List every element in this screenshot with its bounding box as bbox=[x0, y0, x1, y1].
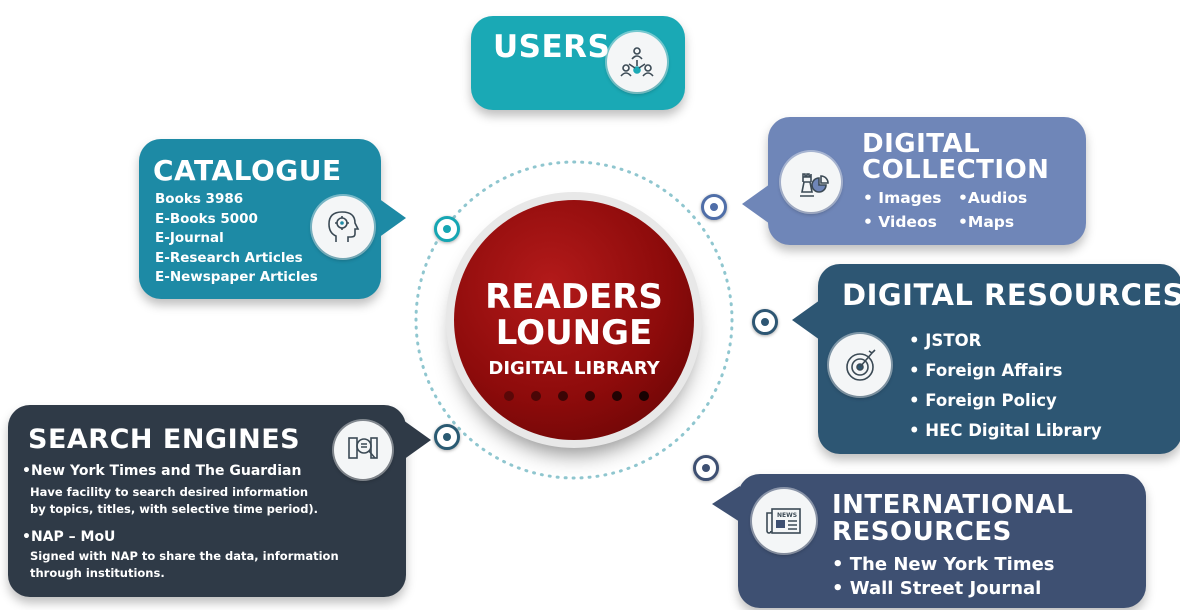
search-engines-item2-title: •NAP – MoU bbox=[22, 529, 116, 545]
svg-text:NEWS: NEWS bbox=[777, 512, 797, 519]
international-resources-title-line1: INTERNATIONAL bbox=[832, 490, 1074, 520]
international-resources-item: • The New York Times bbox=[832, 554, 1055, 575]
search-engines-item1-desc2: by topics, titles, with selective time p… bbox=[30, 502, 319, 516]
digital-collection-pointer bbox=[742, 184, 770, 224]
search-connector-center bbox=[443, 433, 451, 441]
search-engines-pointer bbox=[403, 420, 431, 460]
digital-resources-item: • Foreign Affairs bbox=[909, 361, 1063, 380]
catalogue-connector-dot bbox=[434, 216, 460, 242]
catalogue-connector-center bbox=[443, 225, 451, 233]
catalogue-item: E-Journal bbox=[155, 230, 224, 246]
international-connector-center bbox=[702, 464, 710, 472]
digital-resources-list: • JSTOR • Foreign Affairs • Foreign Poli… bbox=[909, 326, 1102, 446]
international-resources-pointer bbox=[712, 486, 740, 522]
head-gear-icon bbox=[312, 196, 374, 258]
search-connector-dot bbox=[434, 424, 460, 450]
catalogue-title: CATALOGUE bbox=[153, 154, 342, 187]
digital-resources-item: • HEC Digital Library bbox=[909, 421, 1102, 440]
chess-chart-icon bbox=[781, 152, 841, 212]
digital-collection-item: •Audios bbox=[958, 189, 1028, 207]
users-network-icon bbox=[607, 32, 667, 92]
digital-resources-title: DIGITAL RESOURCES bbox=[842, 278, 1180, 312]
catalogue-item: E-Books 5000 bbox=[155, 210, 258, 227]
digital-resources-item: • JSTOR bbox=[909, 331, 982, 350]
search-engines-item2-desc2: through institutions. bbox=[30, 566, 165, 580]
users-title: USERS bbox=[493, 29, 611, 65]
center-subtitle: DIGITAL LIBRARY bbox=[488, 358, 660, 379]
catalogue-item: E-Newspaper Articles bbox=[155, 269, 318, 285]
digital-resources-pointer bbox=[792, 300, 820, 340]
search-engines-item2-desc1: Signed with NAP to share the data, infor… bbox=[30, 549, 339, 563]
catalogue-items: Books 3986 E-Books 5000 E-Journal E-Rese… bbox=[155, 190, 318, 288]
digital-collection-item: • Videos bbox=[863, 213, 937, 231]
catalogue-item: Books 3986 bbox=[155, 191, 244, 207]
resources-connector-center bbox=[761, 318, 769, 326]
resources-connector-dot bbox=[752, 309, 778, 335]
center-circle: READERS LOUNGE DIGITAL LIBRARY bbox=[454, 200, 694, 440]
center-title-line2: LOUNGE bbox=[495, 313, 653, 353]
search-engines-title: SEARCH ENGINES bbox=[28, 424, 301, 455]
digital-collection-item: • Images bbox=[863, 189, 942, 207]
target-icon bbox=[829, 334, 891, 396]
digital-collection-title-line1: DIGITAL bbox=[862, 129, 981, 159]
international-resources-title-line2: RESOURCES bbox=[832, 517, 1012, 547]
center-title-line1: READERS bbox=[485, 277, 663, 317]
search-engines-item1-desc1: Have facility to search desired informat… bbox=[30, 485, 309, 499]
collection-connector-dot bbox=[701, 194, 727, 220]
collection-connector-center bbox=[710, 203, 718, 211]
catalogue-item: E-Research Articles bbox=[155, 249, 303, 266]
center-dots bbox=[504, 391, 649, 401]
search-engines-item1-title: •New York Times and The Guardian bbox=[22, 463, 302, 479]
search-document-icon bbox=[334, 421, 392, 479]
digital-resources-item: • Foreign Policy bbox=[909, 391, 1057, 410]
digital-collection-title-line2: COLLECTION bbox=[862, 155, 1050, 185]
digital-collection-item: •Maps bbox=[958, 213, 1015, 231]
catalogue-pointer bbox=[378, 198, 406, 238]
international-resources-item: • Wall Street Journal bbox=[832, 578, 1042, 599]
newspaper-icon: NEWS bbox=[752, 489, 816, 553]
